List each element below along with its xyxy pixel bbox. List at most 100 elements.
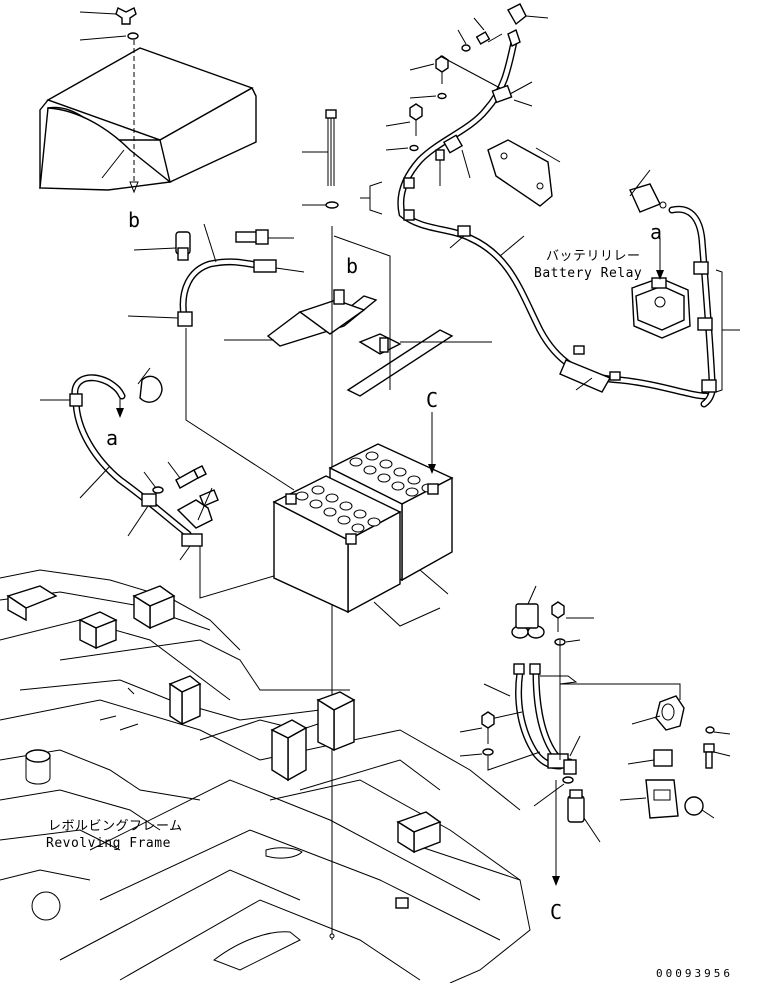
leader-line [569,735,581,757]
leader-line [79,465,111,499]
terminal-boot [629,183,667,213]
frame-mount-block [316,691,356,752]
marker-a-left: a [106,426,119,450]
leader-line [143,471,157,489]
clip [573,345,585,355]
washer [409,144,419,152]
battery-front [272,475,402,614]
starter-relay [655,695,685,731]
washer [482,748,494,756]
cable-clamp [491,84,513,104]
assembly-line [199,546,295,599]
frame-slot [212,931,301,971]
leader-line [533,783,565,807]
washer [562,776,574,784]
rubber-cap [684,796,704,816]
leader-line [629,169,651,197]
marker-b-top: b [128,208,141,232]
leader-line [631,715,661,725]
terminal-boot [507,3,549,26]
frame-mount-block [132,585,176,630]
cable-terminal [177,311,193,327]
washer [705,726,715,734]
leader-line [439,55,501,89]
frame-nut [395,897,409,909]
leader-line [127,315,179,319]
leader-line [127,505,149,537]
bolt [703,743,715,769]
marker-c-bottom: C [550,900,563,924]
battery-relay [631,277,691,339]
leader-line [197,487,213,521]
cable-clamp [403,177,415,189]
frame-mount-block [270,719,308,782]
wing-nut [115,7,137,25]
terminal-boot [175,231,191,261]
cable-clamp [141,493,157,507]
revolving-frame-label-jp: レボルビングフレーム [48,819,183,834]
cable-terminal [513,663,525,675]
arrow-head [129,181,139,194]
washer [127,32,139,40]
washer [325,201,339,209]
leader-bracket [360,181,383,215]
frame-slot [265,847,303,859]
battery-hold-down-plate [266,289,378,347]
leader-line [627,759,655,765]
bolt [481,711,495,744]
arrow-head [656,270,664,280]
cable-clamp [701,379,717,393]
leader-line [713,751,731,757]
battery-terminal [427,483,439,495]
leader-line [137,367,151,385]
frame-detail [99,687,139,731]
leader-line [101,149,125,179]
bolt [235,229,269,245]
cable-clamp [693,261,709,275]
cable-clamp [697,317,713,331]
terminal-boot [567,789,585,823]
terminal-cap [139,375,163,403]
leader-line [713,731,731,735]
battery-relay-label-en: Battery Relay [534,266,643,281]
leader-line [385,121,411,127]
leader-line [575,377,593,391]
leader-line [457,29,467,45]
relay-bracket [487,139,553,207]
arrow-head [428,464,436,474]
leader-line [701,809,715,819]
cable-terminal [529,663,541,675]
leader-line [527,585,537,605]
cable-terminal [507,29,521,47]
frame-block [396,811,442,854]
relay-bracket [645,779,679,819]
leader-line [459,727,483,733]
leader-line [409,95,437,99]
washer [461,44,471,52]
bolt [409,103,423,136]
cable-terminal [181,533,203,547]
clip [435,149,445,161]
leader-line [409,63,435,71]
leader-line [509,81,533,95]
bolt [475,31,503,45]
revolving-frame-label-en: Revolving Frame [46,836,171,851]
frame-mount-block [168,675,202,726]
leader-line [535,147,561,163]
leader-bracket [373,569,449,627]
leader-line [179,545,191,561]
leader-line [79,35,127,41]
battery-bracket [346,329,454,397]
marker-c-top: C [426,388,439,412]
long-bolt [325,109,337,186]
assembly-line [185,328,295,491]
leader-line [619,797,647,801]
leader-bracket [715,269,740,393]
leader-line [473,17,485,31]
relay-plate [653,749,673,767]
connector-block [547,753,577,775]
leader-line [499,235,525,257]
bolt [551,601,565,632]
battery-relay-label-jp: バッテリリレー [546,249,641,264]
